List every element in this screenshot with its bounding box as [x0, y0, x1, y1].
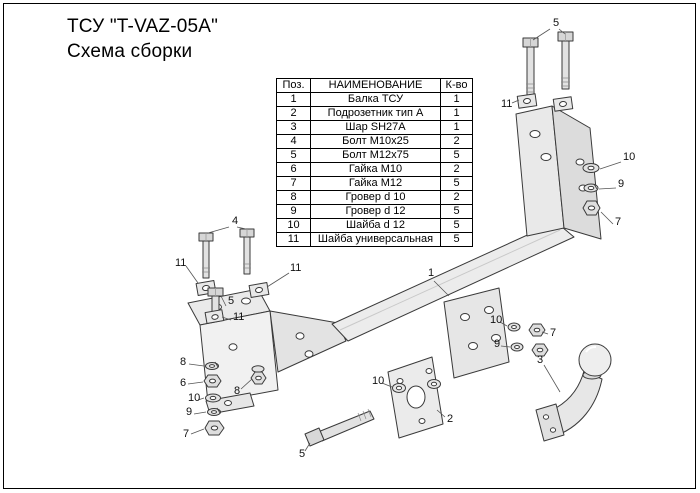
ring-washer-1: [392, 383, 406, 393]
callout-label: 7: [550, 327, 556, 339]
table-cell: Подрозетник тип А: [310, 106, 441, 121]
table-cell: Гровер d 10: [310, 190, 441, 205]
universal-washer-right-2: [552, 96, 574, 112]
callout-label: 9: [494, 338, 500, 350]
leader-line: [499, 321, 508, 327]
table-row: 8 Гровер d 10 2: [276, 190, 473, 205]
callout-label: 8: [180, 356, 186, 368]
leader-line: [236, 226, 247, 230]
callout-label: 11: [175, 257, 186, 269]
callout-label: 10: [372, 375, 384, 387]
leader-line: [197, 397, 205, 401]
leader-line: [220, 295, 227, 307]
callout-label: 7: [615, 216, 621, 228]
leader-line: [190, 428, 205, 435]
table-row: 2 Подрозетник тип А 1: [276, 106, 473, 121]
bolt-m12-right-2: [557, 31, 574, 90]
bolt-m12-right-1: [522, 37, 539, 96]
callout-label: 10: [623, 151, 635, 163]
leader-line: [558, 28, 566, 35]
callout-label: 7: [183, 428, 189, 440]
bolt-m10-left-1: [198, 232, 214, 279]
leader-line: [511, 99, 520, 104]
table-row: 9 Гровер d 12 5: [276, 204, 473, 219]
callout-label: 5: [299, 448, 305, 460]
callout-label: 9: [186, 406, 192, 418]
callout-label: 9: [618, 178, 624, 190]
leader-line: [433, 280, 450, 297]
table-row: 3 Шар SH27A 1: [276, 120, 473, 135]
table-cell: 5: [440, 232, 473, 247]
leader-line: [188, 363, 205, 367]
callout-label: 3: [537, 354, 543, 366]
leader-line: [543, 364, 561, 393]
leader-line: [185, 265, 199, 284]
callout-label: 6: [180, 377, 186, 389]
leader-line: [541, 331, 549, 335]
leader-line: [187, 381, 204, 385]
universal-washer-right-1: [516, 93, 538, 109]
parts-table: Поз. НАИМЕНОВАНИЕ К-во 1 Балка ТСУ 1 2 П…: [276, 78, 473, 247]
table-row: 11 Шайба универсальная 5: [276, 232, 473, 247]
leader-line: [500, 345, 511, 348]
doc-subtitle: Схема сборки: [67, 41, 193, 62]
fastener-stack-left: [203, 361, 225, 436]
web-nut-with-spring: [250, 365, 267, 385]
bolt-m10-left-2: [239, 228, 255, 275]
center-washers-nuts: [507, 322, 549, 357]
table-cell: 11: [276, 232, 311, 247]
leader-line: [381, 382, 393, 388]
leader-line: [532, 28, 551, 41]
ring-washer-2: [427, 379, 441, 389]
washer-stack-right: [582, 163, 601, 216]
table-cell: Гровер d 12: [310, 204, 441, 219]
callout-label: 10: [188, 392, 200, 404]
leader-line: [207, 226, 230, 234]
universal-washer-left-2: [248, 282, 270, 298]
table-row: 7 Гайка М12 5: [276, 176, 473, 191]
leader-line: [240, 378, 253, 390]
doc-title: ТСУ "T-VAZ-05A": [67, 16, 219, 37]
leader-line: [193, 411, 207, 415]
callout-label: 5: [228, 295, 234, 307]
tow-ball: [535, 343, 612, 442]
callout-label: 11: [233, 311, 244, 323]
leader-lines: [185, 28, 622, 452]
socket-plate: [387, 356, 444, 439]
leader-line: [598, 187, 617, 190]
callout-label: 5: [553, 17, 559, 29]
table-cell: Шар SH27A: [310, 120, 441, 135]
table-header-qty: К-во: [440, 78, 473, 93]
callout-label: 2: [447, 413, 453, 425]
leader-line: [266, 272, 290, 288]
leader-line: [221, 316, 232, 321]
leader-line: [600, 211, 614, 225]
callout-label: 10: [490, 314, 502, 326]
table-cell: Балка ТСУ: [310, 92, 441, 107]
universal-washer-left-3: [204, 309, 225, 324]
callout-label: 4: [232, 215, 238, 227]
beam-center-plate: [443, 287, 510, 379]
beam: [331, 221, 575, 342]
leader-line: [436, 409, 446, 418]
title-block: ТСУ "T-VAZ-05A" Схема сборки: [67, 14, 218, 64]
bolt-m12-bottom: [304, 408, 375, 447]
bolt-m12-left: [207, 287, 224, 315]
leader-line: [599, 161, 622, 170]
callout-label: 1: [428, 267, 434, 279]
callout-labels: 5 11 10 9 7 1 4 11 11 5 11 8 6 10 9 7 8 …: [175, 17, 635, 460]
callout-label: 11: [501, 98, 512, 110]
callout-label: 11: [290, 262, 301, 274]
table-cell: Гайка М12: [310, 176, 441, 191]
callout-label: 8: [234, 385, 240, 397]
leader-line: [304, 442, 311, 452]
table-cell: Шайба универсальная: [310, 232, 441, 247]
